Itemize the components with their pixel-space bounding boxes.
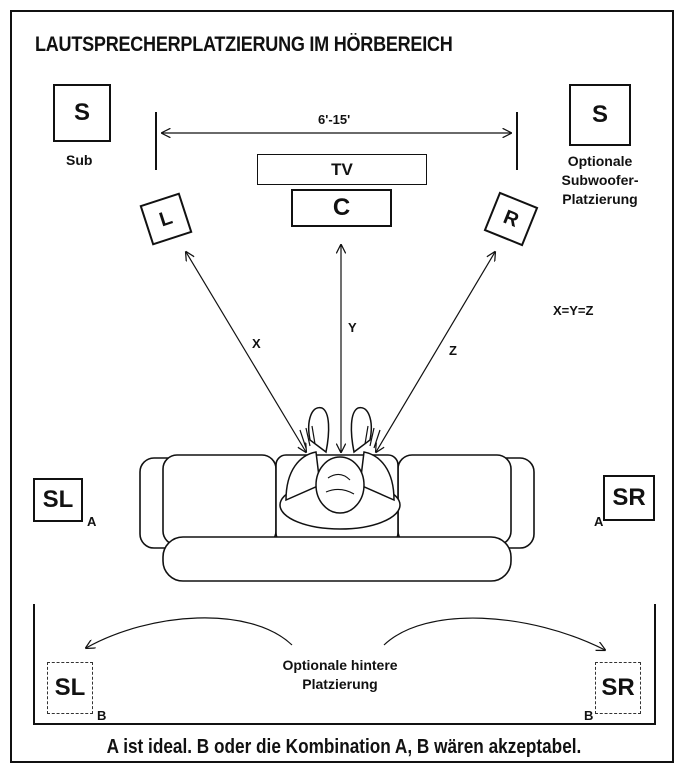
- optional-sub-line-2: Subwoofer-: [561, 172, 639, 188]
- tv-box: TV: [257, 154, 427, 185]
- curve-arrow-right: [383, 617, 605, 650]
- distance-label: 6'-15': [318, 112, 351, 127]
- diagram-frame: [10, 10, 674, 763]
- diagram-title: LAUTSPRECHERPLATZIERUNG IM HÖRBEREICH: [35, 33, 453, 56]
- subwoofer-left: S: [53, 84, 111, 142]
- optional-sub-line-1: Optionale: [567, 153, 633, 169]
- footer-text: A ist ideal. B oder die Kombination A, B…: [106, 736, 581, 758]
- person-icon: [279, 406, 401, 530]
- subwoofer-right: S: [569, 84, 631, 146]
- b-label-right: B: [584, 708, 594, 723]
- b-label-left: B: [97, 708, 107, 723]
- x-label: X: [252, 336, 261, 351]
- surround-left-b: SL: [47, 662, 93, 714]
- surround-left-a: SL: [33, 478, 83, 522]
- surround-right-b: SR: [595, 662, 641, 714]
- optional-rear-label: Optionale hintere Platzierung: [250, 656, 430, 694]
- a-label-right: A: [594, 514, 604, 529]
- optional-sub-line-3: Platzierung: [562, 191, 638, 207]
- rear-bracket: [33, 604, 656, 725]
- y-label: Y: [348, 320, 357, 335]
- arrow-z: [376, 252, 495, 452]
- center-speaker: C: [291, 189, 392, 227]
- a-label-left: A: [87, 514, 97, 529]
- optional-rear-line-1: Optionale hintere: [282, 657, 398, 673]
- optional-sub-label: Optionale Subwoofer- Platzierung: [560, 152, 640, 209]
- surround-right-a: SR: [603, 475, 655, 521]
- curve-arrow-left: [86, 617, 293, 648]
- sub-label: Sub: [66, 152, 93, 168]
- z-label: Z: [449, 343, 457, 358]
- footer-note: A ist ideal. B oder die Kombination A, B…: [0, 736, 687, 759]
- optional-rear-line-2: Platzierung: [302, 676, 378, 692]
- arrow-x: [186, 252, 306, 452]
- equation-label: X=Y=Z: [553, 303, 594, 318]
